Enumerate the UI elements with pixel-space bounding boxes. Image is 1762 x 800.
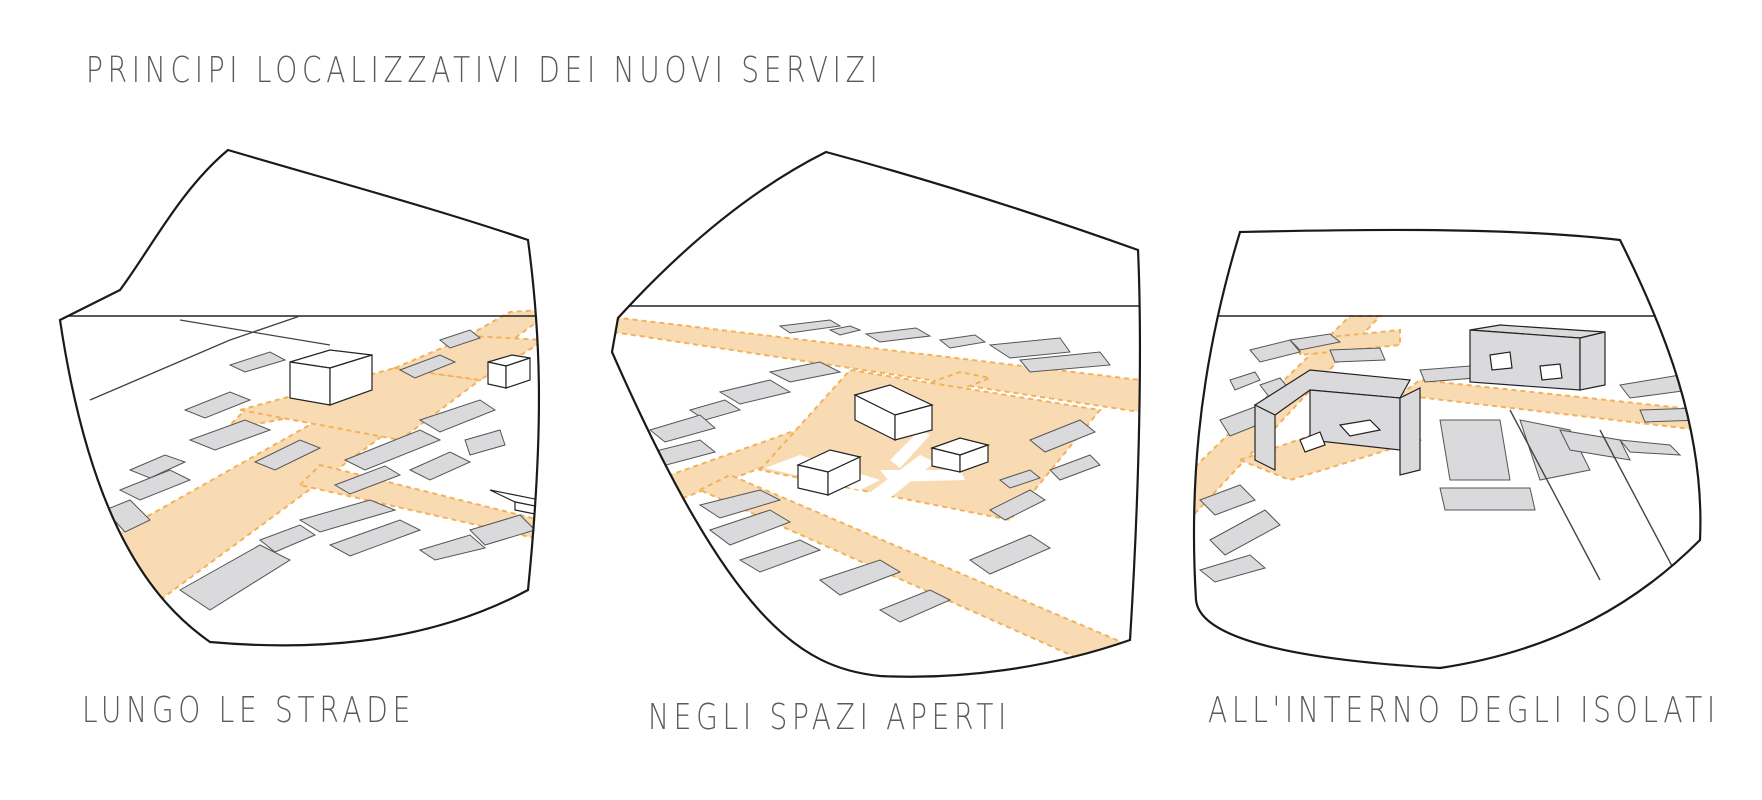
panel-negli-spazi-aperti <box>610 150 1142 678</box>
building-volume-2 <box>929 437 991 473</box>
building-volume-1 <box>853 384 934 441</box>
building-volume-1 <box>289 349 373 406</box>
city-blocks <box>638 319 1111 623</box>
city-blocks <box>104 329 536 611</box>
building-volume-2 <box>487 354 531 389</box>
panel-interno-isolati <box>1192 228 1702 670</box>
panel-2-caption: NEGLI SPAZI APERTI <box>648 697 1012 738</box>
panel-2-outline <box>610 150 1142 678</box>
panel-1-caption: LUNGO LE STRADE <box>82 690 416 731</box>
panel-1-outline <box>58 148 541 647</box>
panel-3-outline <box>1192 228 1702 670</box>
building-volume-l-shape <box>1253 369 1421 476</box>
panel-3-caption: ALL'INTERNO DEGLI ISOLATI <box>1208 690 1720 731</box>
building-volume-3 <box>489 489 539 521</box>
panel-lungo-le-strade <box>58 148 541 647</box>
building-volume-3 <box>796 449 862 496</box>
building-volume-rear <box>1469 324 1606 391</box>
diagram-title: PRINCIPI LOCALIZZATIVI DEI NUOVI SERVIZI <box>86 50 883 91</box>
